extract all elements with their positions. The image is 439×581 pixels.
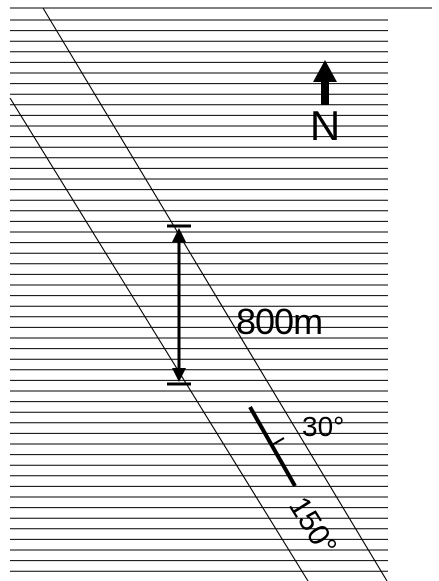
- dip-tick: [271, 437, 285, 446]
- north-label: N: [310, 102, 340, 149]
- angle-label-150: 150°: [282, 491, 343, 561]
- north-arrow: N: [310, 60, 340, 149]
- north-arrow-head: [313, 60, 337, 82]
- horizontal-strata-lines: [10, 19, 388, 572]
- diagonal-boundary-upper: [42, 7, 388, 581]
- distance-dimension: 800m: [167, 224, 323, 386]
- dimension-arrowhead-up: [172, 228, 186, 242]
- strike-line: [248, 406, 297, 487]
- dimension-arrowhead-down: [172, 368, 186, 382]
- distance-label: 800m: [236, 301, 322, 342]
- north-arrow-shaft: [321, 81, 329, 105]
- diagonal-boundary-lower: [9, 97, 309, 581]
- angle-label-30: 30°: [302, 411, 344, 442]
- strike-dip-symbol: [248, 406, 297, 487]
